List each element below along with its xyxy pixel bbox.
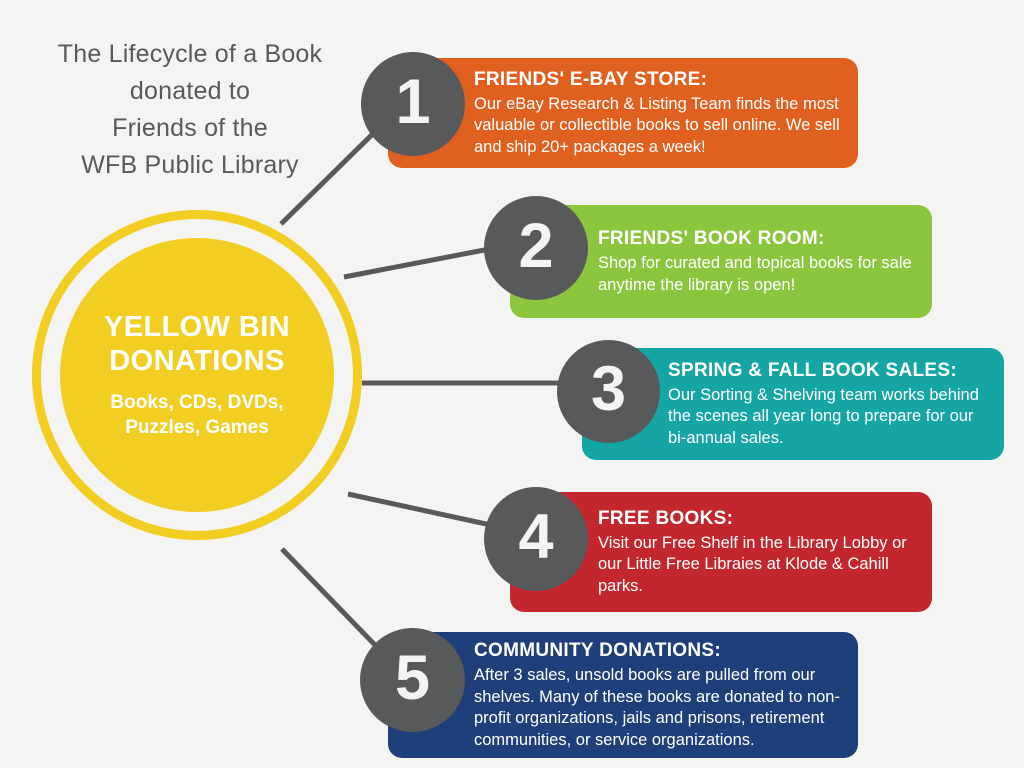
hub-donations: YELLOW BIN DONATIONS Books, CDs, DVDs, P… — [60, 238, 334, 512]
step-badge-2[interactable]: 2 — [484, 196, 588, 300]
step-heading-1: FRIENDS' E-BAY STORE: — [474, 68, 708, 90]
step-body-2: Shop for curated and topical books for s… — [598, 254, 912, 294]
hub-title: YELLOW BIN DONATIONS — [103, 311, 291, 377]
hub-outer-ring — [32, 210, 362, 540]
step-body-3: Our Sorting & Shelving team works behind… — [668, 385, 979, 447]
step-heading-2: FRIENDS' BOOK ROOM: — [598, 228, 825, 249]
connector-line-4 — [347, 491, 501, 530]
step-body-4: Visit our Free Shelf in the Library Lobb… — [598, 533, 907, 595]
step-box-5[interactable]: COMMUNITY DONATIONS: After 3 sales, unso… — [388, 632, 858, 758]
step-badge-4[interactable]: 4 — [484, 487, 588, 591]
step-badge-3[interactable]: 3 — [557, 340, 660, 443]
step-heading-5: COMMUNITY DONATIONS: — [474, 640, 722, 661]
connector-line-2 — [343, 244, 501, 280]
hub-subtitle: Books, CDs, DVDs, Puzzles, Games — [110, 392, 284, 438]
connector-line-5 — [280, 547, 377, 647]
step-heading-3: SPRING & FALL BOOK SALES: — [668, 359, 958, 381]
step-body-5: After 3 sales, unsold books are pulled f… — [474, 666, 840, 749]
step-body-1: Our eBay Research & Listing Team finds t… — [474, 94, 840, 156]
step-badge-1[interactable]: 1 — [361, 52, 465, 156]
step-badge-5[interactable]: 5 — [360, 628, 465, 732]
page-title: The Lifecycle of a Book donated to Frien… — [57, 40, 323, 179]
step-box-1[interactable]: FRIENDS' E-BAY STORE: Our eBay Research … — [388, 58, 858, 168]
step-heading-4: FREE BOOKS: — [598, 507, 734, 529]
